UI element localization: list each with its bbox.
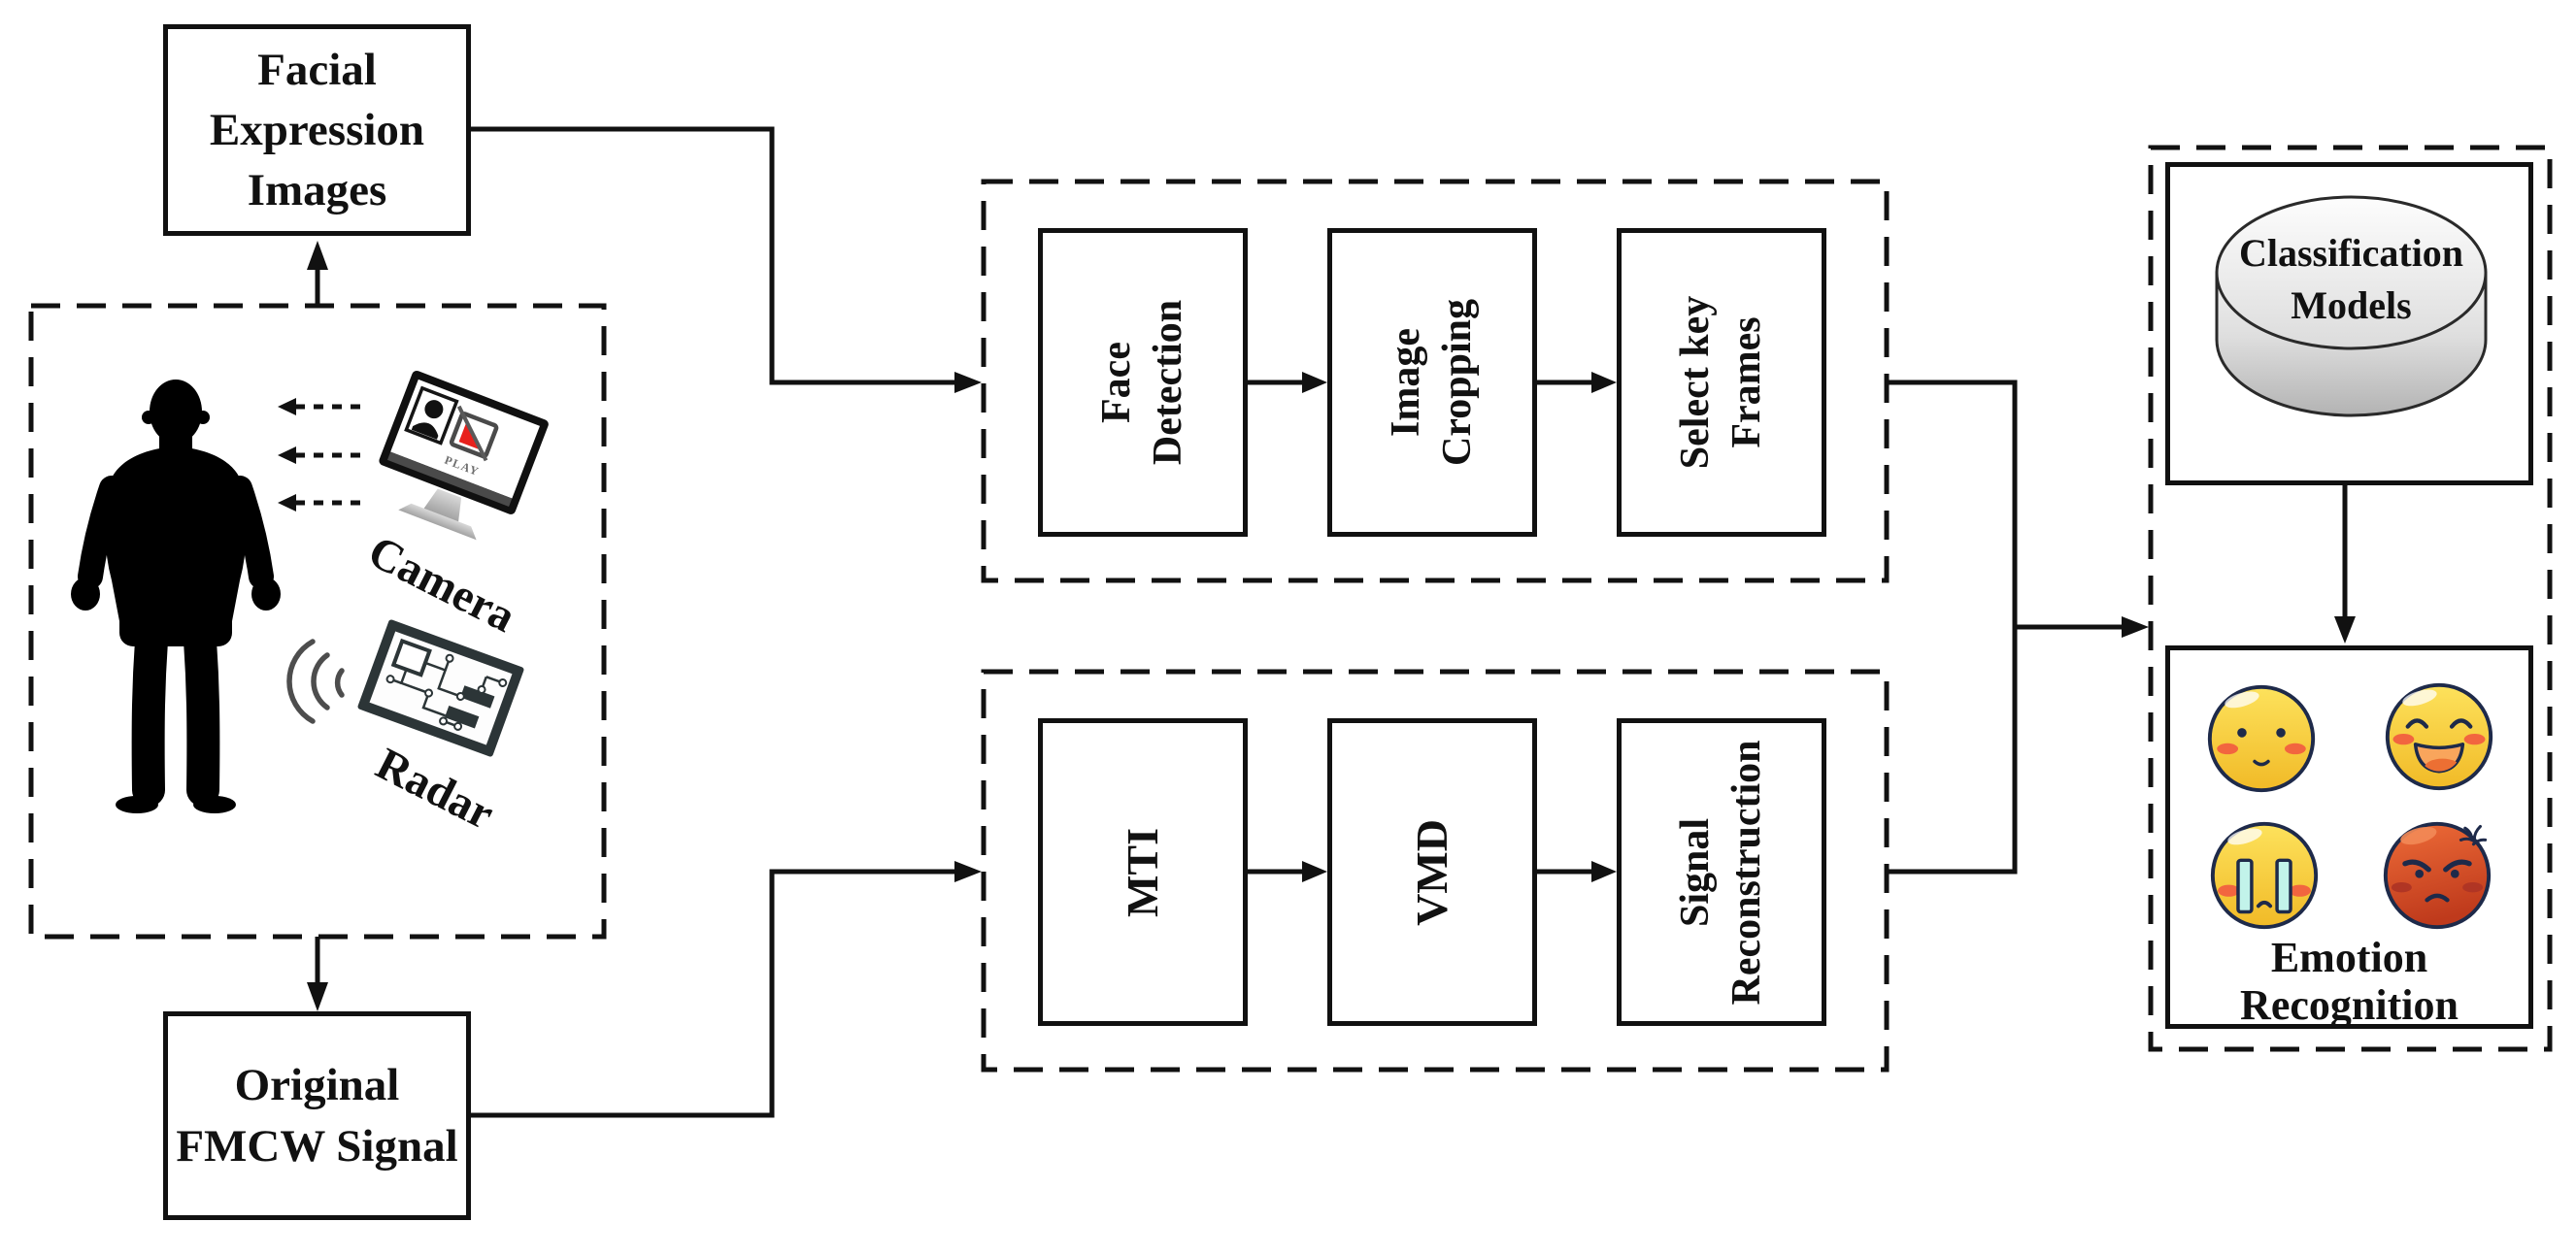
box-label-line: Facial — [257, 44, 377, 95]
emotion-recognition-label: Emotion Recognition — [2170, 934, 2528, 1030]
arrowhead-right-icon — [1591, 372, 1617, 393]
emotion-label-line: Emotion — [2270, 934, 2428, 981]
step-label-line: Select key — [1673, 295, 1719, 470]
radar-ic-chip — [459, 685, 495, 709]
radar-board-icon — [357, 619, 524, 757]
cylinder-label-line: Classification — [2239, 231, 2463, 275]
monitor-bezel — [386, 451, 513, 507]
radar-chip-square — [390, 638, 432, 677]
radar-wave-icon — [286, 639, 345, 724]
arrowhead-down-icon — [2334, 616, 2356, 644]
box-label-line: Original — [234, 1060, 400, 1111]
box-label-line: Images — [247, 165, 387, 216]
radar-ic-chip — [444, 705, 480, 729]
connector-images-to-image-module — [471, 126, 957, 385]
arrowhead-right-icon — [954, 861, 982, 882]
video-dashed-arrow-icon — [278, 446, 360, 464]
laughing-emoji-icon — [2385, 682, 2493, 791]
output-dashed-frame — [2148, 145, 2553, 1052]
emotion-label-line: Recognition — [2240, 981, 2459, 1030]
arrowhead-right-icon — [1302, 372, 1327, 393]
calm-emoji-icon — [2207, 684, 2316, 793]
monitor-base — [398, 503, 477, 541]
crying-emoji-icon — [2210, 821, 2319, 930]
arrowhead-right-icon — [1591, 861, 1617, 882]
connector-modules-merge — [1887, 380, 2018, 875]
cylinder-label-line: Models — [2291, 283, 2411, 327]
step-label-line: VMD — [1407, 818, 1457, 926]
video-dashed-arrow-icon — [278, 494, 360, 512]
step-mti: MTI — [1038, 718, 1248, 1026]
step-label-line: MTI — [1118, 827, 1168, 917]
arrowhead-right-icon — [954, 372, 982, 393]
step-label-line: Reconstruction — [1724, 740, 1769, 1005]
step-signal-reconstruction: Signal Reconstruction — [1617, 718, 1826, 1026]
arrowhead-down-icon — [307, 982, 328, 1011]
arrowhead-right-icon — [1302, 861, 1327, 882]
arrowhead-up-icon — [307, 241, 328, 270]
person-silhouette — [71, 380, 281, 813]
facial-expression-images-box: Facial Expression Images — [163, 24, 471, 236]
connector-fmcw-to-signal-module — [471, 869, 957, 1118]
emotion-recognition-box: Emotion Recognition — [2165, 645, 2533, 1029]
step-label-line: Cropping — [1435, 299, 1480, 466]
database-cylinder-icon: Classification Models — [2215, 195, 2488, 417]
step-select-key-frames: Select key Frames — [1617, 228, 1826, 537]
box-label-line: FMCW Signal — [176, 1120, 458, 1172]
step-label-line: Face — [1094, 342, 1140, 423]
step-label-line: Image — [1384, 328, 1429, 437]
classification-models-box: Classification Models — [2165, 162, 2533, 485]
step-label-line: Frames — [1724, 316, 1769, 448]
monitor-neck — [423, 488, 462, 522]
step-label-line: Detection — [1146, 299, 1190, 466]
original-fmcw-signal-box: Original FMCW Signal — [163, 1011, 471, 1220]
video-dashed-arrow-icon — [278, 398, 360, 415]
step-label-line: Signal — [1673, 817, 1719, 927]
angry-emoji-icon — [2383, 821, 2492, 930]
box-label-line: Expression — [209, 104, 425, 155]
arrowhead-right-icon — [2122, 616, 2149, 638]
camera-monitor-icon: PLAY — [379, 370, 549, 541]
step-vmd: VMD — [1327, 718, 1537, 1026]
step-face-detection: Face Detection — [1038, 228, 1248, 537]
step-image-cropping: Image Cropping — [1327, 228, 1537, 537]
